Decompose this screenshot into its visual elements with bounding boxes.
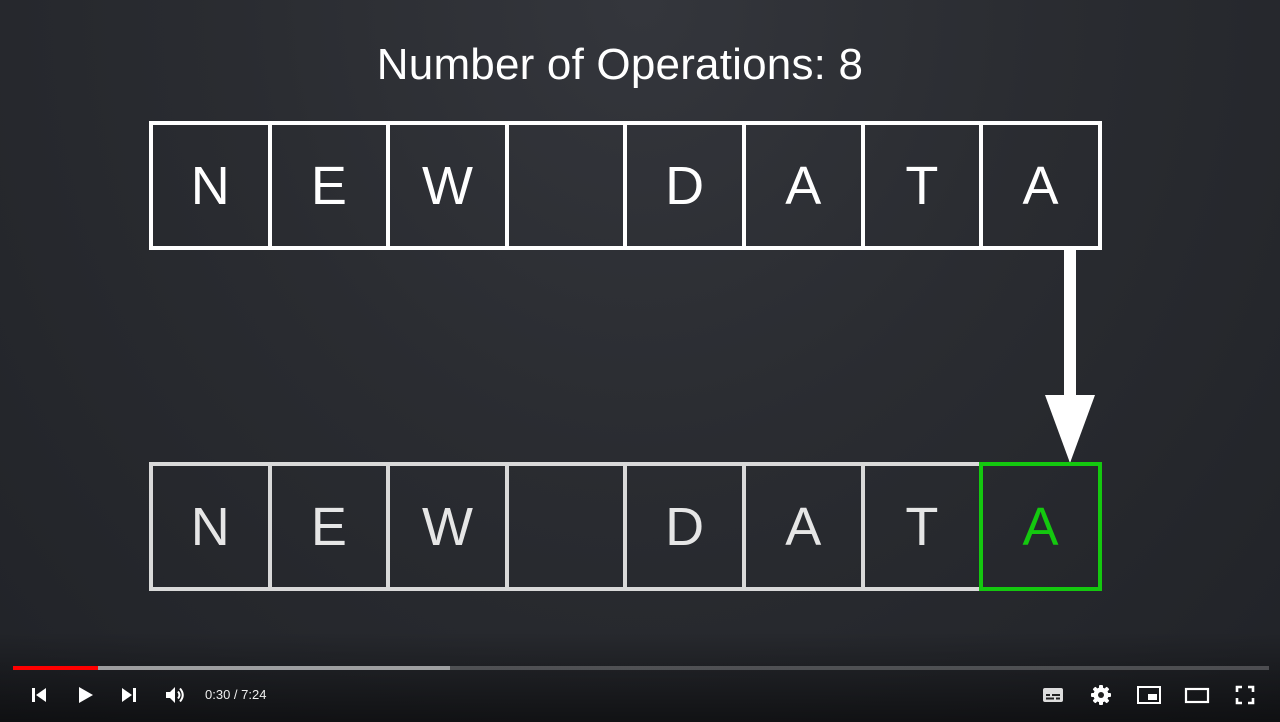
progress-buffered bbox=[13, 666, 451, 670]
controls-gradient bbox=[0, 632, 1280, 722]
fullscreen-button[interactable] bbox=[1229, 680, 1261, 710]
destination-array: N E W D A T A bbox=[149, 462, 1102, 591]
miniplayer-icon bbox=[1137, 686, 1161, 704]
source-cell: T bbox=[860, 121, 984, 250]
source-cell: A bbox=[979, 121, 1102, 250]
copy-arrow-icon bbox=[1045, 247, 1095, 463]
slide-title: Number of Operations: 8 bbox=[376, 40, 864, 89]
destination-cell: D bbox=[623, 462, 746, 591]
destination-cell-highlighted: A bbox=[979, 462, 1102, 591]
theater-mode-button[interactable] bbox=[1181, 680, 1213, 710]
next-button[interactable] bbox=[114, 680, 144, 710]
settings-icon bbox=[1091, 685, 1111, 705]
subtitles-button[interactable] bbox=[1037, 680, 1069, 710]
source-cell: D bbox=[623, 121, 746, 250]
source-cell: E bbox=[267, 121, 391, 250]
volume-button[interactable] bbox=[160, 680, 190, 710]
play-icon bbox=[79, 687, 93, 703]
previous-button[interactable] bbox=[24, 680, 54, 710]
source-cell: A bbox=[741, 121, 865, 250]
destination-cell bbox=[504, 462, 628, 591]
source-cell: N bbox=[149, 121, 272, 250]
source-array: N E W D A T A bbox=[149, 121, 1102, 250]
source-cell: W bbox=[386, 121, 509, 250]
play-button[interactable] bbox=[70, 680, 100, 710]
volume-icon bbox=[166, 687, 184, 703]
theater-mode-icon bbox=[1184, 687, 1210, 704]
fullscreen-icon bbox=[1235, 685, 1255, 705]
time-display: 0:30 / 7:24 bbox=[205, 687, 267, 702]
source-cell bbox=[504, 121, 628, 250]
subtitles-icon bbox=[1043, 688, 1063, 702]
destination-cell: E bbox=[267, 462, 391, 591]
previous-icon bbox=[32, 688, 46, 702]
destination-cell: W bbox=[386, 462, 509, 591]
destination-cell: T bbox=[860, 462, 984, 591]
progress-bar[interactable] bbox=[13, 666, 1269, 670]
progress-played bbox=[13, 666, 99, 670]
settings-button[interactable] bbox=[1085, 680, 1117, 710]
miniplayer-button[interactable] bbox=[1133, 680, 1165, 710]
next-icon bbox=[122, 688, 136, 702]
destination-cell: A bbox=[741, 462, 865, 591]
destination-cell: N bbox=[149, 462, 272, 591]
